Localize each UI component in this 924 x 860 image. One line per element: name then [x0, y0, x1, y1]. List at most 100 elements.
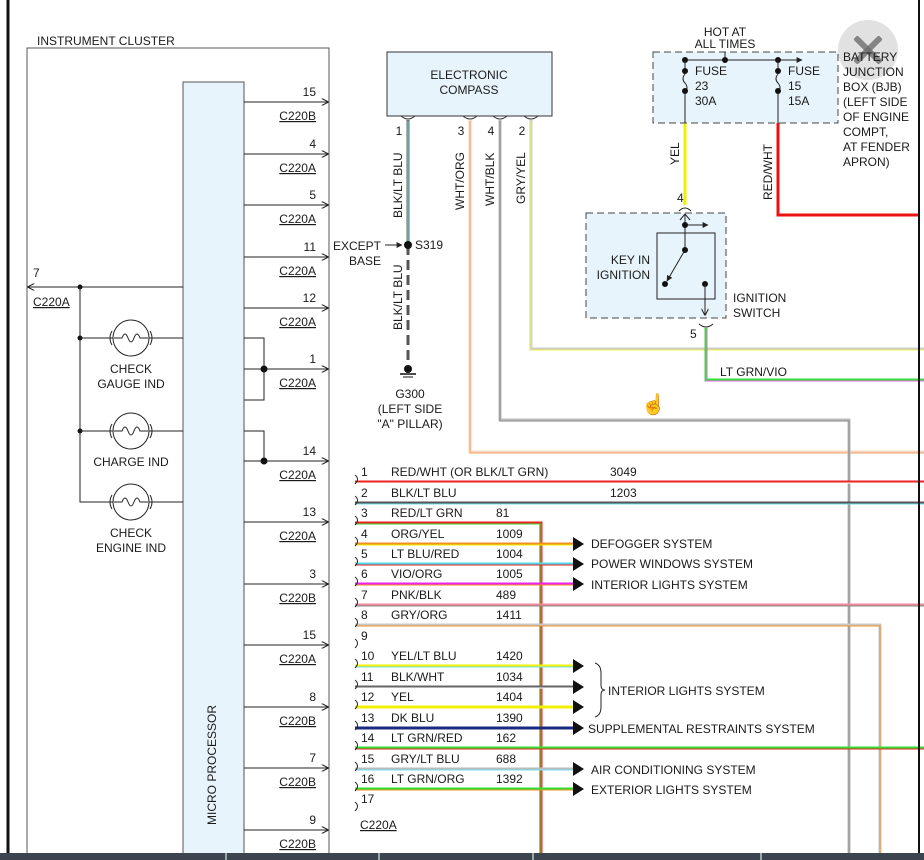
connector-pin-socket [354, 515, 358, 526]
compass-pin-socket [400, 115, 416, 120]
key-in-ignition-label: KEY IN [611, 253, 650, 267]
connector-pin-number: 11 [361, 670, 374, 684]
junction-dot [260, 457, 268, 465]
hot-at-all-times-label: HOT AT [704, 25, 747, 39]
connector-circuit-number: 1009 [496, 527, 523, 541]
connector-pin-socket [354, 576, 358, 587]
cluster-pin-connector: C220B [279, 591, 316, 605]
destination-label: DEFOGGER SYSTEM [591, 537, 712, 551]
bulb-icon [112, 319, 150, 357]
bar-divider [532, 853, 534, 860]
cluster-pin-connector: C220A [279, 161, 316, 175]
destination-label: INTERIOR LIGHTS SYSTEM [608, 684, 765, 698]
bjb-name-label: JUNCTION [843, 65, 904, 79]
cluster-pin-number: 8 [309, 690, 316, 704]
connector-wire-color: VIO/ORG [391, 567, 442, 581]
lamp-label: CHECK [110, 362, 152, 376]
connector-circuit-number: 81 [496, 506, 510, 520]
destination-label: AIR CONDITIONING SYSTEM [591, 763, 756, 777]
bar-divider [225, 853, 227, 860]
cluster-pin-number: 15 [303, 85, 317, 99]
cluster-pin-number: 3 [309, 567, 316, 581]
key-in-ignition-label: IGNITION [597, 268, 650, 282]
compass-pin-socket [462, 115, 478, 120]
splice-dot [404, 241, 412, 249]
lamp-bus [79, 287, 113, 503]
except-label: EXCEPT [333, 239, 382, 253]
brace-icon [594, 662, 606, 718]
left-pin-connector: C220A [33, 295, 70, 309]
bulb-filament [114, 333, 148, 343]
bottom-scrollbar[interactable] [0, 853, 924, 860]
cluster-pin-connector: C220B [279, 775, 316, 789]
lamp-label: ENGINE IND [96, 541, 166, 555]
cluster-pin-connector: C220A [279, 315, 316, 329]
ground-label: (LEFT SIDE [378, 402, 442, 416]
fuse-label: FUSE [695, 64, 727, 78]
connector-wire-color: BLK/WHT [391, 670, 445, 684]
connector-pin-socket [354, 761, 358, 772]
destination-arrow-icon [573, 557, 584, 571]
destination-arrow-icon [573, 700, 584, 714]
ignition-pin-socket [678, 207, 692, 212]
compass-title: ELECTRONIC [430, 68, 508, 82]
compass-pin-number: 3 [458, 124, 465, 138]
connector-pin-number: 13 [361, 711, 375, 725]
connector-pin-socket [354, 638, 358, 649]
micro-processor-block [182, 81, 245, 860]
bulb-filament [114, 426, 148, 436]
ignition-switch-contact-box [656, 232, 716, 300]
destination-label: EXTERIOR LIGHTS SYSTEM [591, 783, 752, 797]
connector-pin-socket [354, 556, 358, 567]
cluster-pin-number: 12 [303, 291, 317, 305]
connector-wire-color: DK BLU [391, 711, 434, 725]
bjb-name-label: APRON) [843, 155, 890, 169]
fuse-number: 15 [788, 79, 802, 93]
switch-dot [662, 281, 668, 287]
cluster-pin-number: 13 [303, 505, 317, 519]
close-button[interactable] [838, 20, 898, 80]
bjb-name-label: BATTERY [843, 50, 897, 64]
cluster-pin-connector: C220A [279, 468, 316, 482]
connector-wire-color: RED/LT GRN [391, 506, 463, 520]
cluster-pin-connector: C220A [279, 652, 316, 666]
connector-pin-socket [354, 658, 358, 669]
connector-pin-number: 16 [361, 772, 375, 786]
destination-arrow-icon [573, 680, 584, 694]
ignition-pin-out: 5 [690, 327, 697, 341]
battery-junction-box [652, 51, 839, 124]
junction-dot [260, 365, 268, 373]
connector-pin-socket [354, 536, 358, 547]
fuse-amps: 15A [788, 94, 809, 108]
fuse-terminal [682, 68, 688, 74]
micro-processor-label: MICRO PROCESSOR [205, 705, 219, 825]
bjb-name-label: (LEFT SIDE [843, 95, 907, 109]
connector-circuit-number: 1005 [496, 567, 523, 581]
fuse-terminal [775, 68, 781, 74]
destination-label: INTERIOR LIGHTS SYSTEM [591, 578, 748, 592]
connector-circuit-number: 1004 [496, 547, 523, 561]
hot-at-all-times-label: ALL TIMES [695, 37, 756, 51]
bar-divider [760, 853, 762, 860]
cluster-pin-connector: C220B [279, 714, 316, 728]
connector-wire-color: LT GRN/RED [391, 731, 463, 745]
lamp-label: GAUGE IND [97, 377, 165, 391]
cluster-pin-number: 7 [309, 751, 316, 765]
connector-circuit-number: 162 [496, 731, 516, 745]
lt-grn-vio-label: LT GRN/VIO [720, 365, 787, 379]
connector-circuit-number: 1034 [496, 670, 523, 684]
connector-wire-color: PNK/BLK [391, 588, 442, 602]
connector-circuit-number: 1392 [496, 772, 523, 786]
connector-circuit-number: 3049 [610, 465, 637, 479]
bjb-name-label: OF ENGINE [843, 110, 909, 124]
compass-pin-number: 1 [396, 124, 403, 138]
connector-pin-socket [354, 699, 358, 710]
instrument-cluster-title: INSTRUMENT CLUSTER [37, 34, 175, 48]
destination-arrow-icon [573, 782, 584, 796]
destination-arrow-icon [573, 762, 584, 776]
connector-wire-color: LT GRN/ORG [391, 772, 465, 786]
cluster-pin-connector: C220A [279, 212, 316, 226]
connector-pin-socket [354, 597, 358, 608]
left-pin-number: 7 [33, 266, 40, 280]
